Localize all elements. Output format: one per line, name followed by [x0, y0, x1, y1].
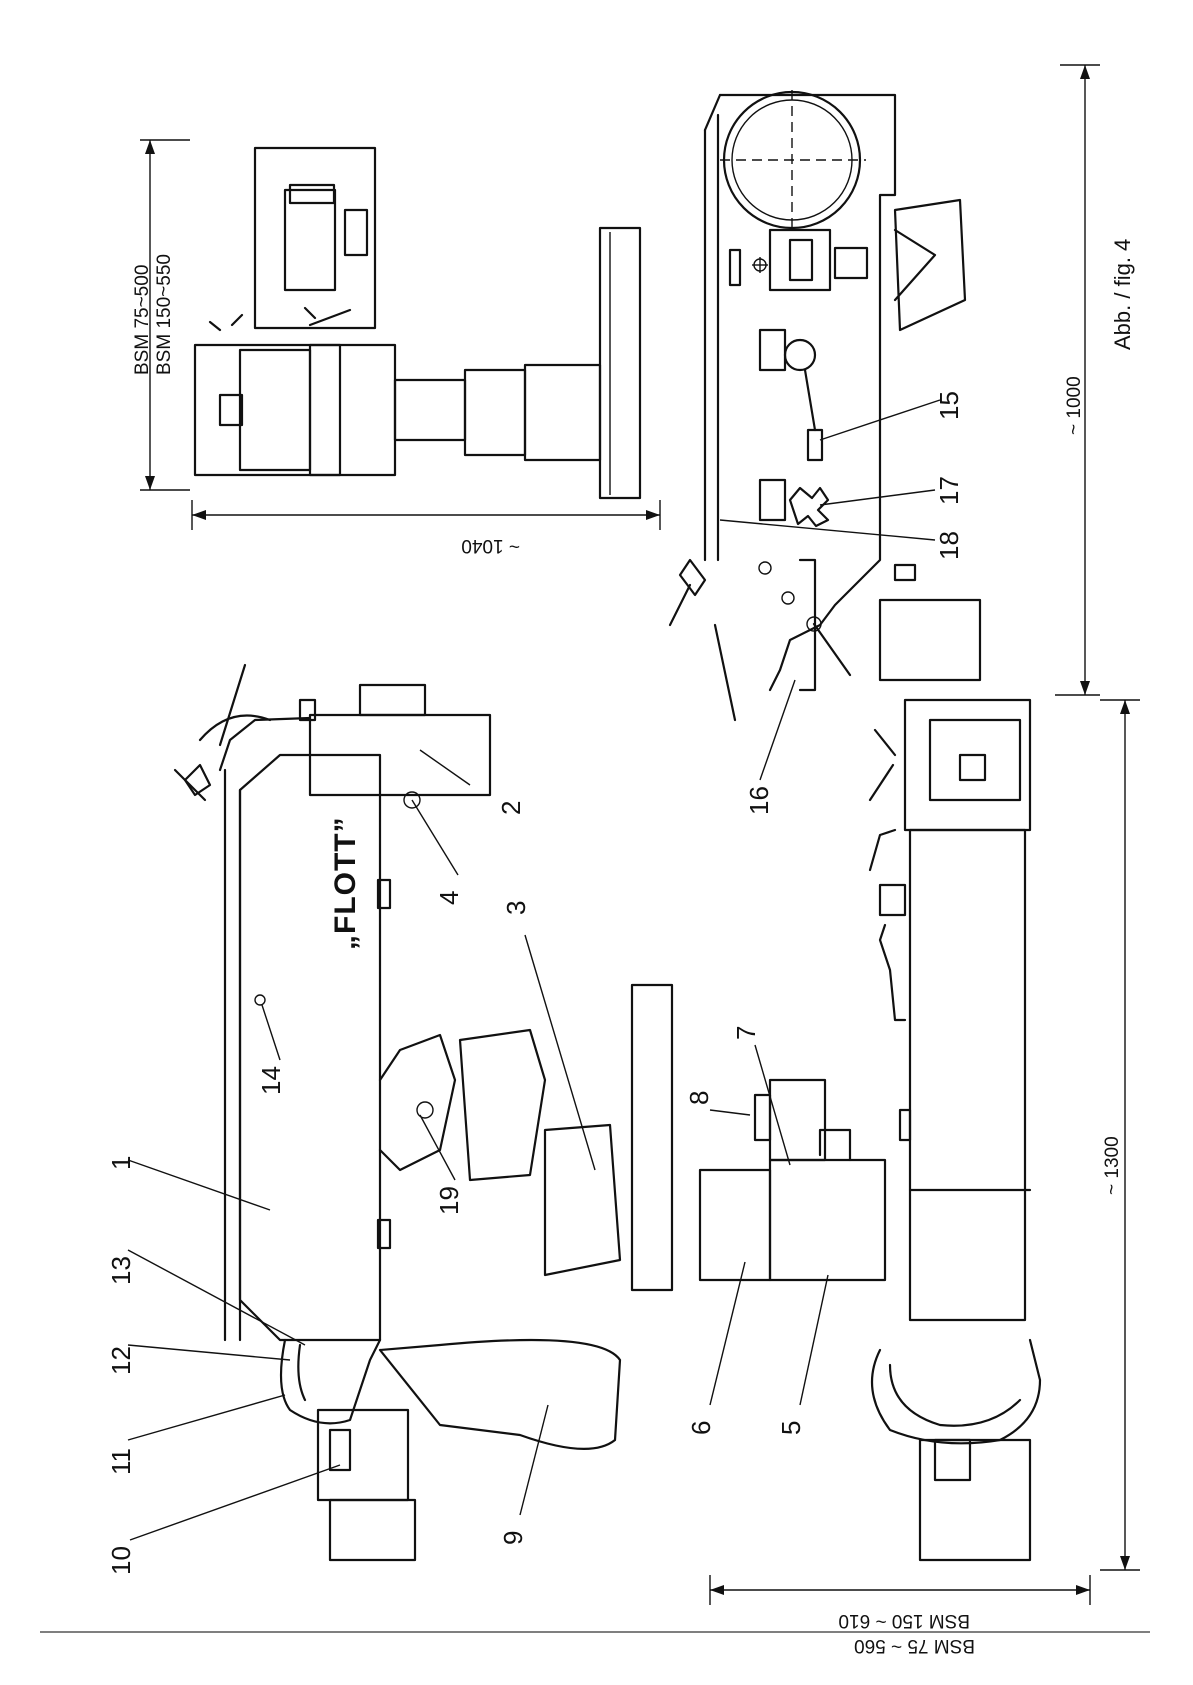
dim-length-total: ~ 1300 — [1102, 1136, 1123, 1195]
callout-3: 3 — [501, 901, 531, 915]
dim-bsm150-height: BSM 150~550 — [154, 254, 175, 375]
callout-numbers: 1 2 3 4 5 6 7 8 9 10 11 12 13 14 15 16 1… — [106, 391, 964, 1575]
top-view: BSM 150 ~ 610 BSM 75 ~ 560 ~ 1300 — [700, 700, 1140, 1656]
end-view: BSM 75~500 BSM 150~550 ~ 1040 — [132, 140, 660, 556]
callout-12: 12 — [106, 1346, 136, 1375]
callout-11: 11 — [106, 1448, 136, 1475]
callout-9: 9 — [498, 1531, 528, 1545]
callout-19: 19 — [434, 1186, 464, 1215]
side-view-right: ~ 1000 — [670, 65, 1100, 720]
callout-5: 5 — [776, 1421, 806, 1435]
callout-1: 1 — [106, 1156, 136, 1170]
dim-bsm75-height: BSM 75~500 — [132, 265, 153, 375]
callout-15: 15 — [934, 391, 964, 420]
dim-bsm150-width: BSM 150 ~ 610 — [838, 1610, 970, 1631]
callout-leaders — [128, 400, 940, 1540]
front-view: „FLOTT” — [175, 665, 672, 1560]
callout-17: 17 — [934, 476, 964, 505]
callout-16: 16 — [744, 786, 774, 815]
callout-7: 7 — [731, 1026, 761, 1040]
dim-depth: ~ 1040 — [461, 535, 520, 556]
callout-10: 10 — [106, 1546, 136, 1575]
dim-bsm75-width: BSM 75 ~ 560 — [854, 1635, 975, 1656]
callout-14: 14 — [256, 1066, 286, 1095]
callout-2: 2 — [496, 801, 526, 815]
callout-18: 18 — [934, 531, 964, 560]
figure-caption: Abb. / fig. 4 — [1110, 239, 1135, 350]
callout-13: 13 — [106, 1256, 136, 1285]
brand-label: „FLOTT” — [329, 816, 362, 950]
callout-6: 6 — [686, 1421, 716, 1435]
callout-8: 8 — [684, 1091, 714, 1105]
dim-height-total: ~ 1000 — [1064, 376, 1085, 435]
callout-4: 4 — [434, 891, 464, 905]
